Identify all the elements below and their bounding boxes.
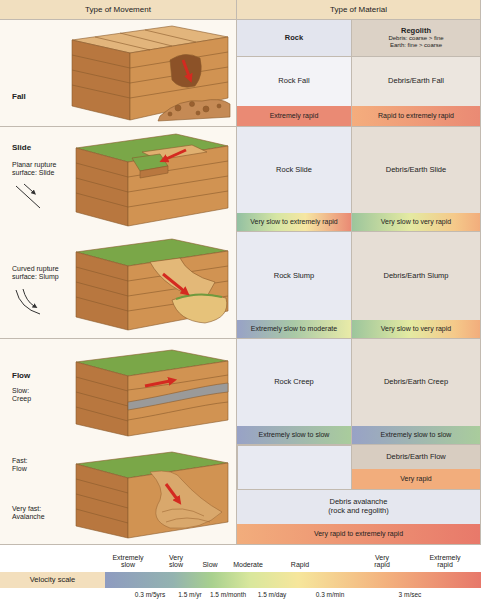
- movement-label: Curved rupture surface: Slump: [12, 265, 62, 281]
- cell-label: Velocity scale: [0, 576, 105, 585]
- flow-illustration: [76, 452, 228, 538]
- movement-label: Planar rupture surface: Slide: [12, 161, 62, 177]
- velocity-band: Extremely slow to slow: [352, 426, 480, 444]
- velocity-class: Very slow: [164, 554, 188, 569]
- velocity-label: Very slow to very rapid: [381, 218, 451, 226]
- cell-label: Debris: coarse > fine Earth: fine > coar…: [384, 35, 448, 49]
- material-cell: Rock FallExtremely rapid: [237, 57, 352, 127]
- velocity-label: Very rapid to extremely rapid: [314, 530, 403, 538]
- velocity-band: Very slow to very rapid: [352, 320, 480, 338]
- cell-label: Rock: [285, 34, 303, 43]
- creep-illustration: [76, 350, 228, 436]
- material-header: Rock: [237, 20, 352, 57]
- fall-illustration: [72, 26, 230, 121]
- velocity-class: Moderate: [229, 561, 267, 569]
- cell-label: Rock Slump: [274, 272, 314, 281]
- movement-name: Flow: [12, 371, 30, 380]
- cell-label: Debris/Earth Slide: [386, 166, 446, 175]
- column-header: Type of Material: [237, 0, 481, 20]
- velocity-class: Extremely rapid: [427, 554, 463, 569]
- cell-label: Debris/Earth Creep: [384, 378, 448, 387]
- cell-label: Type of Material: [330, 5, 387, 14]
- material-header: RegolithDebris: coarse > fine Earth: fin…: [352, 20, 481, 57]
- velocity-value: 1.5 m/yr: [165, 591, 215, 598]
- velocity-value: 1.5 m/day: [247, 591, 297, 598]
- movement-cell: SlidePlanar rupture surface: SlideCurved…: [0, 127, 237, 339]
- movement-label: Slow: Creep: [12, 387, 38, 403]
- movement-label: Fast: Flow: [12, 457, 38, 473]
- velocity-label: Very slow to extremely rapid: [250, 218, 338, 226]
- movement-ground: [0, 20, 237, 545]
- velocity-label: Very rapid: [400, 475, 432, 483]
- velocity-scale-bar: Velocity scale: [0, 572, 481, 588]
- empty-cell: [238, 446, 352, 490]
- material-cell: Debris/Earth FallRapid to extremely rapi…: [352, 57, 481, 127]
- column-header: Type of Movement: [0, 0, 237, 20]
- cell-label: Debris/Earth Fall: [388, 77, 444, 86]
- velocity-label: Extremely slow to slow: [381, 431, 452, 439]
- movement-cell: Fall: [0, 20, 237, 127]
- velocity-band: Rapid to extremely rapid: [352, 106, 480, 126]
- material-cell: Debris/Earth SlumpVery slow to very rapi…: [352, 232, 481, 339]
- velocity-label: Extremely slow to slow: [259, 431, 330, 439]
- cell-label: Rock Fall: [278, 77, 309, 86]
- slump-illustration: [76, 239, 228, 330]
- velocity-band: Very slow to extremely rapid: [237, 213, 351, 231]
- material-cell: Rock SlideVery slow to extremely rapid: [237, 127, 352, 232]
- velocity-band: Very rapid: [352, 469, 480, 489]
- cell-label: Rock Creep: [274, 378, 314, 387]
- cell-label: Regolith: [401, 27, 431, 36]
- cell-label: Debris avalanche (rock and regolith): [326, 498, 392, 515]
- cell-label: Rock Slide: [276, 166, 312, 175]
- velocity-label: Rapid to extremely rapid: [378, 112, 454, 120]
- movement-name: Fall: [12, 92, 26, 101]
- velocity-label: Extremely slow to moderate: [251, 325, 337, 333]
- velocity-band: Extremely slow to slow: [237, 426, 351, 444]
- velocity-value: 3 m/sec: [385, 591, 435, 598]
- velocity-band: Very rapid to extremely rapid: [237, 524, 480, 544]
- velocity-label: Very slow to very rapid: [381, 325, 451, 333]
- velocity-class: Slow: [195, 561, 225, 569]
- velocity-label: Extremely rapid: [270, 112, 319, 120]
- velocity-class: Rapid: [285, 561, 315, 569]
- velocity-value: 0.3 m/min: [305, 591, 355, 598]
- velocity-band: Extremely rapid: [237, 106, 351, 126]
- material-cell: Debris/Earth CreepExtremely slow to slow: [352, 339, 481, 445]
- material-cell: Debris/Earth SlideVery slow to very rapi…: [352, 127, 481, 232]
- velocity-band: Extremely slow to moderate: [237, 320, 351, 338]
- rupture-symbol: [16, 184, 40, 314]
- cell-label: Debris/Earth Slump: [383, 272, 448, 281]
- material-cell: Rock SlumpExtremely slow to moderate: [237, 232, 352, 339]
- cell-label: Debris/Earth Flow: [386, 453, 446, 462]
- material-cell: Rock CreepExtremely slow to slow: [237, 339, 352, 445]
- material-cell: Debris/Earth FlowVery rapid: [352, 445, 481, 490]
- cell-label: Type of Movement: [85, 5, 151, 14]
- movement-cell: FlowSlow: CreepFast: FlowVery fast: Aval…: [0, 339, 237, 545]
- velocity-value: 1.5 m/month: [203, 591, 253, 598]
- movement-name: Slide: [12, 143, 31, 152]
- velocity-value: 0.3 m/5yrs: [125, 591, 175, 598]
- movement-label: Very fast: Avalanche: [12, 505, 48, 521]
- velocity-band: Very slow to very rapid: [352, 213, 480, 231]
- velocity-class: Very rapid: [368, 554, 396, 569]
- material-cell: Debris avalanche (rock and regolith) Very…: [237, 490, 481, 545]
- slide-illustration: [76, 134, 228, 226]
- velocity-class: Extremely slow: [110, 554, 146, 569]
